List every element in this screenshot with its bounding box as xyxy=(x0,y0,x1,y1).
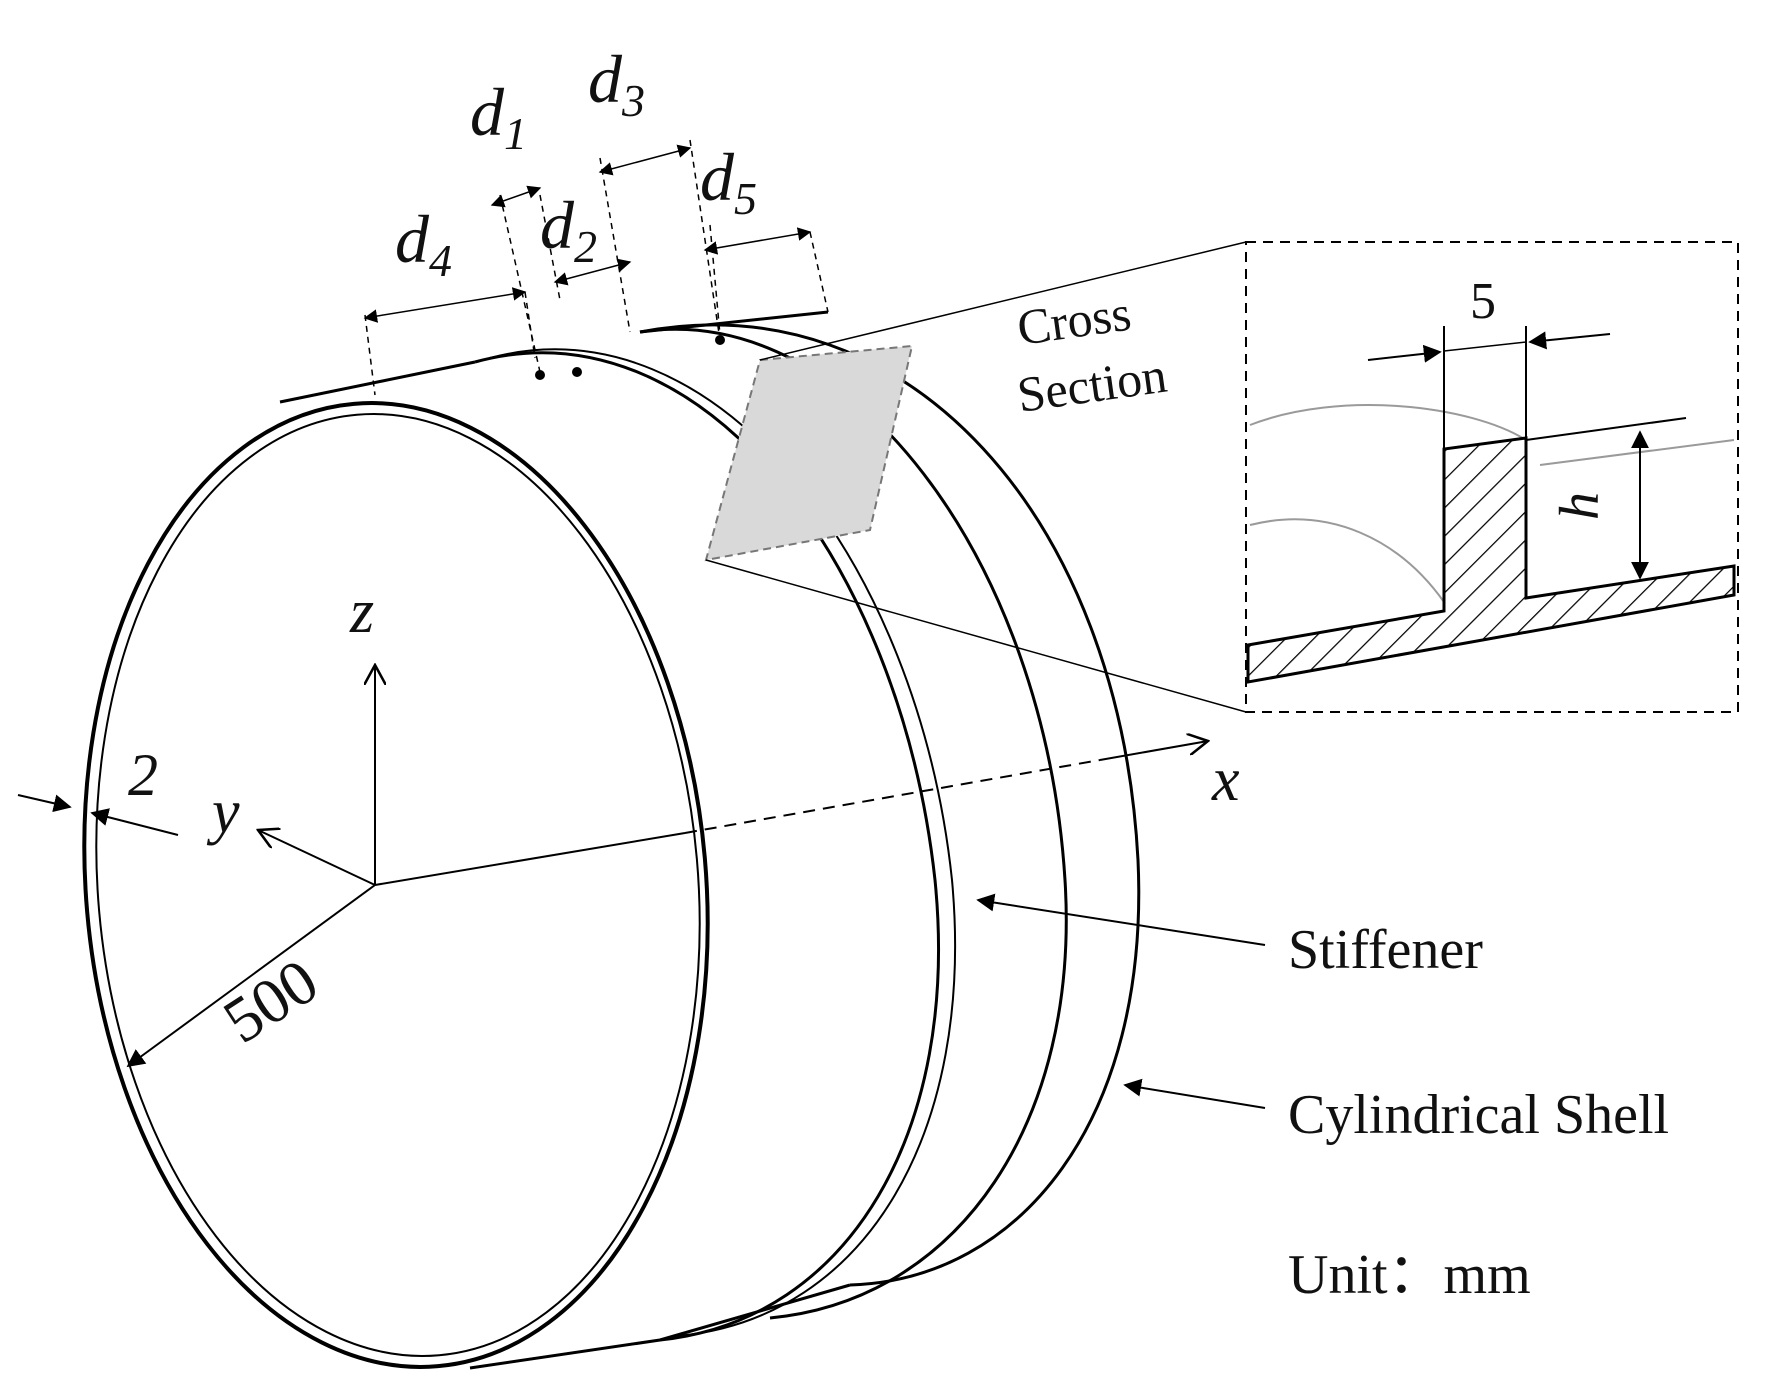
x-axis-front xyxy=(374,832,686,886)
stiffener-ring-inner xyxy=(489,348,957,1337)
dim-line-d5 xyxy=(703,227,812,255)
label-d2: d2 xyxy=(540,187,597,272)
label-shell-thickness: 2 xyxy=(128,742,158,808)
y-axis xyxy=(258,830,376,886)
label-radius: 500 xyxy=(211,945,330,1057)
label-y-axis: y xyxy=(206,778,240,846)
shell-front-inner xyxy=(95,413,701,1357)
dimension-lines xyxy=(363,139,829,396)
label-cross-section-1: Cross xyxy=(1014,285,1135,356)
label-d1: d1 xyxy=(470,74,527,159)
cylinder xyxy=(82,310,1141,1370)
label-d4: d4 xyxy=(395,201,452,286)
shell-back-edge xyxy=(639,323,1141,1287)
thickness-arrow-left xyxy=(17,794,72,813)
cross-section-detail xyxy=(1245,241,1739,713)
stiffener-mark-dot xyxy=(572,367,582,377)
width-dim-line xyxy=(1443,341,1527,352)
label-cross-section-2: Section xyxy=(1014,347,1170,423)
label-z-axis: z xyxy=(349,578,374,646)
label-d5: d5 xyxy=(700,139,757,224)
dim-line-d4 xyxy=(363,287,527,323)
label-x-axis: x xyxy=(1211,746,1240,814)
dim-line-d2 xyxy=(553,258,632,286)
cross-section-plane xyxy=(704,241,1247,713)
x-axis-outside xyxy=(1099,741,1208,761)
label-unit: Unit：mm xyxy=(1288,1244,1531,1306)
stiffener-mark-dot xyxy=(535,370,545,380)
dim-line-d1 xyxy=(490,185,542,208)
section-plane-fill xyxy=(704,344,914,562)
label-stiffener: Stiffener xyxy=(1288,919,1483,981)
label-stiffener-width: 5 xyxy=(1470,273,1496,330)
width-arrow-left xyxy=(1367,344,1442,363)
labels: d1 d3 d2 d4 d5 Cross Section 5 h z y x 2… xyxy=(128,41,1669,1306)
x-axis-hidden xyxy=(684,759,1101,834)
label-cylindrical-shell: Cylindrical Shell xyxy=(1288,1084,1669,1146)
detail-reference-line xyxy=(1525,417,1687,441)
width-arrow-right xyxy=(1528,331,1611,350)
stiffener-callout-arrow xyxy=(976,893,1266,946)
leader-to-detail-bottom xyxy=(705,559,1247,713)
thickness-indicator xyxy=(17,794,179,836)
thickness-arrow-right xyxy=(90,808,179,836)
hatched-shell-and-stiffener xyxy=(1246,436,1736,684)
callouts xyxy=(976,893,1266,1109)
dim-line-d3 xyxy=(598,144,692,176)
shell-callout-arrow xyxy=(1123,1078,1266,1109)
radius-line xyxy=(126,884,376,1068)
leader-to-detail-top xyxy=(759,241,1247,361)
detail-ghost-curve xyxy=(1249,404,1527,441)
shell-front-outer xyxy=(82,401,710,1369)
stiffener-ring-outer xyxy=(474,351,940,1342)
label-stiffener-height: h xyxy=(1549,492,1611,520)
axes xyxy=(126,665,1208,1068)
label-d3: d3 xyxy=(588,41,645,126)
detail-ghost-curve xyxy=(1249,518,1445,603)
